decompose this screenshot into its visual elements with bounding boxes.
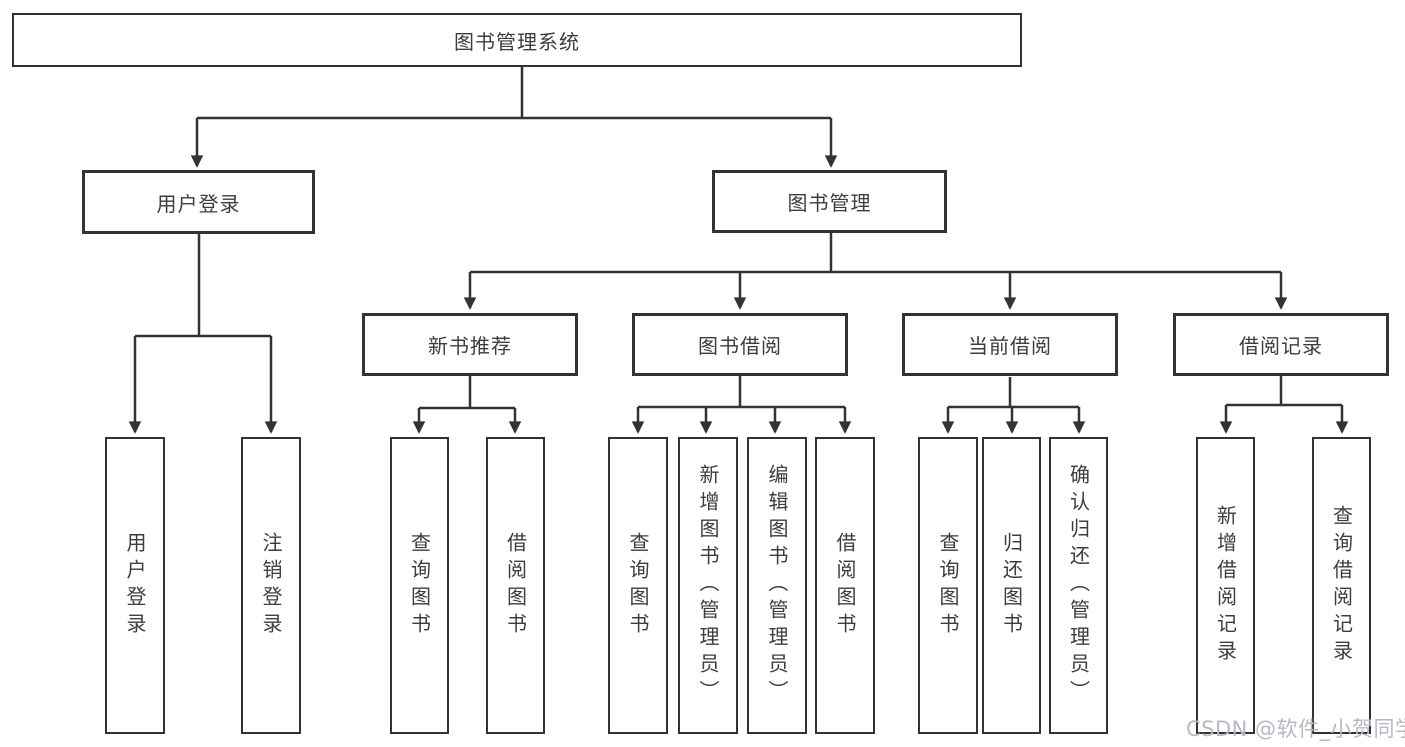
csdn-watermark: CSDN @软件_小贺同学: [1186, 717, 1405, 741]
node-root-system: 图书管理系统: [12, 13, 1022, 67]
node-label: 借阅记录: [1239, 334, 1323, 358]
leaf-edit-books-admin: 编辑图书（管理员）: [747, 437, 807, 734]
node-current-borrowing: 当前借阅: [902, 313, 1118, 376]
node-book-management-module: 图书管理: [712, 170, 947, 233]
leaf-label: 查询图书: [936, 531, 960, 640]
leaf-label: 编辑图书（管理员）: [765, 464, 789, 707]
node-label: 图书管理: [787, 191, 872, 215]
node-new-book-recommend: 新书推荐: [362, 313, 578, 376]
leaf-label: 查询图书: [626, 531, 650, 640]
leaf-label: 注销登录: [259, 531, 283, 640]
leaf-query-books-recommend: 查询图书: [390, 437, 449, 734]
node-user-login-module: 用户登录: [82, 170, 315, 234]
leaf-logout: 注销登录: [241, 437, 301, 734]
leaf-label: 借阅图书: [833, 531, 857, 640]
node-label: 图书管理系统: [454, 29, 580, 54]
leaf-label: 查询借阅记录: [1329, 504, 1354, 667]
node-label: 用户登录: [156, 191, 241, 216]
leaf-user-login: 用户登录: [105, 437, 165, 734]
leaf-confirm-return-admin: 确认归还（管理员）: [1049, 437, 1108, 734]
leaf-return-books: 归还图书: [982, 437, 1041, 734]
node-book-borrowing: 图书借阅: [632, 313, 848, 376]
leaf-query-borrow-record: 查询借阅记录: [1312, 437, 1371, 734]
leaf-label: 借阅图书: [503, 531, 528, 640]
leaf-label: 归还图书: [999, 531, 1024, 640]
leaf-add-borrow-record: 新增借阅记录: [1196, 437, 1255, 734]
node-borrowing-records: 借阅记录: [1173, 313, 1389, 376]
node-label: 新书推荐: [428, 334, 512, 358]
leaf-label: 查询图书: [407, 531, 432, 640]
leaf-label: 新增借阅记录: [1213, 504, 1238, 667]
leaf-label: 新增图书（管理员）: [696, 464, 720, 707]
leaf-add-books-admin: 新增图书（管理员）: [678, 437, 738, 734]
leaf-borrow-books-recommend: 借阅图书: [486, 437, 545, 734]
node-label: 当前借阅: [968, 334, 1052, 358]
leaf-query-books-borrowing: 查询图书: [608, 437, 668, 734]
leaf-query-books-current: 查询图书: [918, 437, 978, 734]
leaf-label: 确认归还（管理员）: [1066, 464, 1091, 707]
leaf-label: 用户登录: [123, 531, 147, 640]
leaf-borrow-books: 借阅图书: [815, 437, 875, 734]
node-label: 图书借阅: [698, 334, 782, 358]
